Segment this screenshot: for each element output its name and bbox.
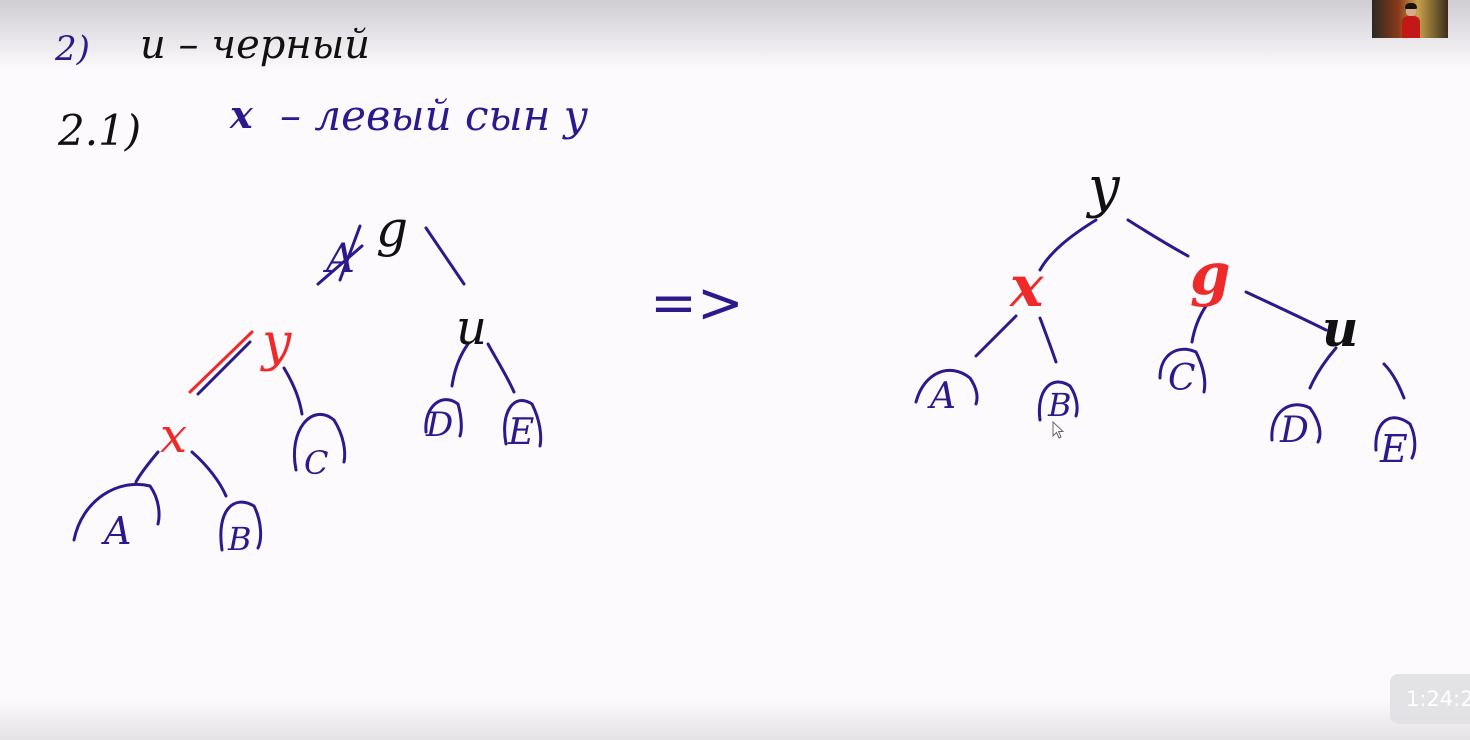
right-edge-y-g [1126,218,1190,258]
right-leaf-d: D [1279,410,1309,451]
left-edge-y-x-blue [196,340,252,396]
left-node-u: u [456,300,487,356]
left-node-g: g [376,200,408,258]
left-subtree-c-arc [293,413,347,472]
left-subtree-b-arc [219,500,263,552]
left-leaf-e: E [507,412,534,453]
right-node-y: y [1085,155,1121,220]
left-edge-y-x-red [188,330,254,394]
note-line-2-var: x [229,92,254,137]
right-tree [914,218,1417,460]
bottom-shadow [0,700,1470,740]
left-node-x: x [160,408,187,464]
left-edge-g-u [424,226,466,286]
left-edge-u-d [450,342,470,388]
right-leaf-a: A [927,376,956,417]
right-subtree-a-arc [914,368,979,406]
left-edge-g-y [316,244,364,286]
left-subtree-d-arc [424,398,463,438]
left-edge-u-e [486,342,516,394]
left-edge-x-b [190,450,228,498]
mouse-cursor-icon [1052,421,1065,439]
note-line-1: 2) u – черный [54,22,370,69]
left-subtree-e-arc [503,399,543,448]
note-line-2-text: – левый сын y [280,91,589,140]
right-leaf-b: B [1047,386,1072,424]
left-edge-y-c [282,366,304,416]
right-subtree-e-arc [1374,416,1417,460]
note-line-2-number: 2.1) [57,106,141,155]
left-node-struck-a: A [322,236,355,282]
right-node-g: g [1190,240,1231,308]
note-line-2: 2.1) x – левый сын y [57,91,589,155]
right-edge-x-b [1038,316,1058,364]
transform-arrow: => [650,271,744,336]
right-subtree-c-arc [1158,347,1207,394]
right-leaf-c: C [1168,358,1196,399]
right-node-x: x [1009,254,1044,320]
left-edge-x-a [134,450,160,484]
left-leaf-d: D [425,405,453,445]
right-edge-y-x [1038,218,1098,272]
note-line-1-text: u – черный [140,22,370,68]
left-leaf-c: C [304,444,328,482]
video-timestamp: 1:24:2 [1390,674,1470,724]
right-edge-u-e [1382,362,1406,400]
left-struck-line [338,224,362,282]
left-leaf-a: A [101,509,131,553]
webcam-person-icon [1402,3,1420,38]
left-leaf-b: B [227,520,252,558]
right-edge-u-d [1308,346,1338,390]
top-shadow [0,0,1470,70]
note-line-1-number: 2) [54,29,90,69]
right-edge-g-u [1244,290,1328,332]
left-node-y: y [260,313,292,373]
right-edge-g-c [1190,304,1208,344]
right-subtree-d-arc [1270,403,1322,444]
left-subtree-a-arc [72,483,161,542]
right-edge-x-a [974,314,1018,358]
right-leaf-e: E [1379,427,1408,471]
webcam-thumbnail[interactable] [1372,0,1448,38]
right-subtree-b-arc [1037,380,1079,422]
right-node-u: u [1322,299,1358,358]
left-tree [72,224,543,552]
